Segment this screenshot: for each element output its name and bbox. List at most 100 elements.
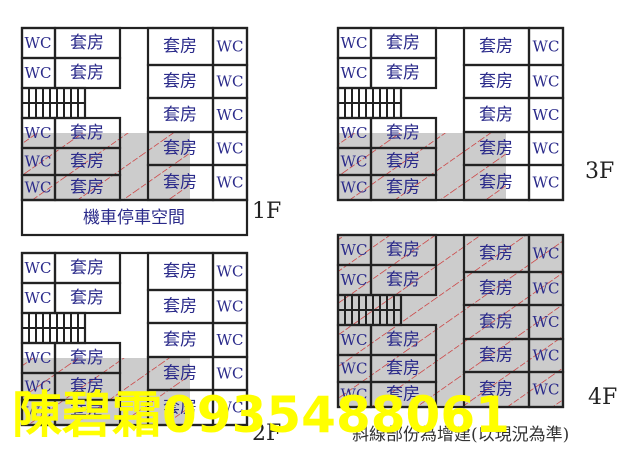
wc-label: WC bbox=[217, 73, 244, 91]
suite-label: 套房 bbox=[386, 123, 420, 143]
suite-label: 套房 bbox=[70, 403, 104, 423]
wc-label: WC bbox=[217, 140, 244, 158]
suite-label: 套房 bbox=[70, 258, 104, 278]
watermark: 陳碧霜0935488061 bbox=[12, 386, 510, 444]
suite-room bbox=[369, 380, 438, 409]
suite-label: 套房 bbox=[386, 33, 420, 53]
wc-room bbox=[211, 388, 249, 427]
suite-label: 套房 bbox=[163, 173, 197, 193]
wc-label: WC bbox=[217, 365, 244, 383]
floor-label: 1F bbox=[252, 199, 281, 224]
wc-label: WC bbox=[341, 271, 368, 289]
wc-label: WC bbox=[341, 386, 368, 404]
suite-label: 套房 bbox=[163, 139, 197, 159]
parking-label: 機車停車空間 bbox=[83, 208, 185, 228]
wc-label: WC bbox=[533, 174, 560, 192]
hatched-addition bbox=[22, 133, 190, 200]
wc-label: WC bbox=[533, 313, 560, 331]
suite-label: 套房 bbox=[386, 152, 420, 172]
wc-label: WC bbox=[533, 73, 560, 91]
stairs-icon bbox=[336, 293, 403, 327]
hatched-addition bbox=[338, 133, 506, 200]
suite-label: 套房 bbox=[70, 63, 104, 83]
suite-room bbox=[53, 281, 122, 315]
suite-label: 套房 bbox=[386, 270, 420, 290]
wc-room bbox=[527, 370, 565, 409]
wc-label: WC bbox=[25, 153, 52, 171]
wc-label: WC bbox=[217, 38, 244, 56]
wc-label: WC bbox=[533, 280, 560, 298]
suite-label: 套房 bbox=[479, 312, 513, 332]
wc-label: WC bbox=[217, 331, 244, 349]
wc-label: WC bbox=[25, 349, 52, 367]
suite-label: 套房 bbox=[479, 380, 513, 400]
suite-label: 套房 bbox=[163, 297, 197, 317]
wc-label: WC bbox=[533, 38, 560, 56]
hatched-addition bbox=[338, 235, 563, 407]
stairs-icon bbox=[336, 86, 403, 120]
wc-label: WC bbox=[341, 241, 368, 259]
wc-label: WC bbox=[341, 34, 368, 52]
wc-label: WC bbox=[25, 259, 52, 277]
suite-label: 套房 bbox=[479, 105, 513, 125]
suite-label: 套房 bbox=[479, 346, 513, 366]
wc-label: WC bbox=[217, 399, 244, 417]
wc-label: WC bbox=[25, 289, 52, 307]
wc-label: WC bbox=[533, 347, 560, 365]
wc-label: WC bbox=[341, 153, 368, 171]
suite-label: 套房 bbox=[386, 178, 420, 198]
suite-label: 套房 bbox=[386, 385, 420, 405]
suite-label: 套房 bbox=[163, 262, 197, 282]
suite-label: 套房 bbox=[163, 72, 197, 92]
suite-label: 套房 bbox=[70, 152, 104, 172]
stairs-icon bbox=[20, 86, 87, 120]
stairs-icon bbox=[20, 311, 87, 345]
suite-label: 套房 bbox=[386, 330, 420, 350]
suite-label: 套房 bbox=[386, 240, 420, 260]
floor-label: 3F bbox=[585, 159, 614, 184]
wc-label: WC bbox=[217, 174, 244, 192]
wc-label: WC bbox=[25, 34, 52, 52]
suite-label: 套房 bbox=[479, 139, 513, 159]
wc-label: WC bbox=[341, 179, 368, 197]
suite-room bbox=[369, 263, 438, 297]
suite-label: 套房 bbox=[70, 377, 104, 397]
wc-label: WC bbox=[341, 331, 368, 349]
suite-label: 套房 bbox=[479, 72, 513, 92]
wc-label: WC bbox=[25, 404, 52, 422]
wc-label: WC bbox=[341, 64, 368, 82]
wc-label: WC bbox=[533, 381, 560, 399]
wc-label: WC bbox=[533, 140, 560, 158]
wc-label: WC bbox=[533, 245, 560, 263]
wc-label: WC bbox=[25, 124, 52, 142]
wc-label: WC bbox=[217, 106, 244, 124]
wc-label: WC bbox=[25, 64, 52, 82]
suite-label: 套房 bbox=[70, 178, 104, 198]
suite-label: 套房 bbox=[163, 330, 197, 350]
floor-label: 2F bbox=[252, 421, 281, 446]
suite-room bbox=[369, 56, 438, 90]
hatched-addition bbox=[22, 358, 190, 425]
wc-label: WC bbox=[217, 298, 244, 316]
suite-label: 套房 bbox=[163, 37, 197, 57]
suite-label: 套房 bbox=[70, 348, 104, 368]
suite-label: 套房 bbox=[479, 37, 513, 57]
wc-label: WC bbox=[341, 124, 368, 142]
wc-label: WC bbox=[341, 360, 368, 378]
suite-label: 套房 bbox=[70, 288, 104, 308]
suite-label: 套房 bbox=[70, 123, 104, 143]
suite-room bbox=[53, 56, 122, 90]
suite-label: 套房 bbox=[386, 63, 420, 83]
suite-room bbox=[369, 173, 438, 202]
wc-label: WC bbox=[533, 106, 560, 124]
parking-area bbox=[20, 198, 249, 237]
wc-label: WC bbox=[25, 179, 52, 197]
wc-room bbox=[527, 163, 565, 202]
suite-label: 套房 bbox=[163, 105, 197, 125]
suite-label: 套房 bbox=[70, 33, 104, 53]
